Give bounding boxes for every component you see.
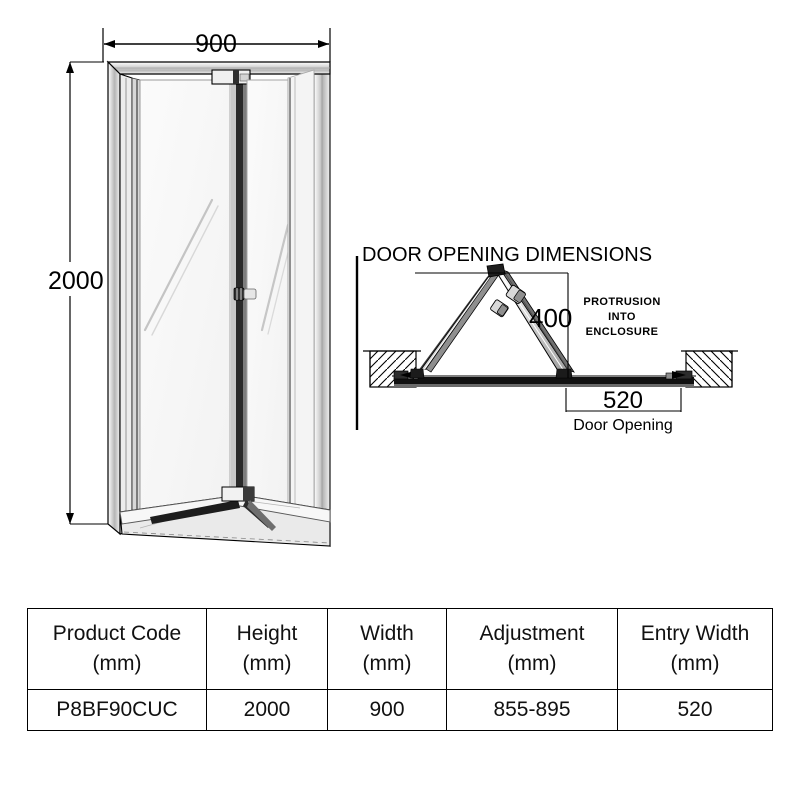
cell-width: 900 — [327, 689, 447, 731]
enclosure-head-rail — [106, 60, 331, 536]
threshold-rail — [392, 375, 696, 387]
right-return-glass — [287, 69, 315, 535]
bifold-leaf-left — [415, 268, 501, 375]
table-row: P8BF90CUC 2000 900 855-895 520 — [27, 689, 773, 731]
header-height: Height (mm) — [206, 608, 328, 690]
header-product-code-line1: Product Code — [52, 621, 182, 645]
header-adjustment-line2: (mm) — [507, 652, 557, 675]
specification-table: Product Code (mm) Height (mm) Width (mm)… — [27, 608, 773, 731]
protrusion-label-line3: ENCLOSURE — [586, 326, 659, 338]
door-opening-diagram: DOOR OPENING DIMENSIONS 400 PROTRUSION I… — [355, 244, 738, 434]
dimension-opening-520 — [565, 388, 682, 412]
dimension-protrusion-400 — [415, 272, 569, 378]
header-adjustment-line1: Adjustment — [479, 621, 585, 645]
fixed-glass-panel — [139, 79, 231, 529]
header-width-line2: (mm) — [362, 652, 412, 675]
enclosure-left-jamb — [119, 73, 141, 535]
header-entry-width-line2: (mm) — [670, 652, 720, 675]
protrusion-dimension-label: 400 — [529, 303, 572, 333]
opening-dimension-label: 520 — [603, 387, 643, 414]
protrusion-label-line1: PROTRUSION — [583, 296, 660, 308]
cell-height: 2000 — [206, 689, 328, 731]
bifold-pivot-feet — [409, 368, 573, 379]
header-height-line1: Height — [236, 621, 298, 645]
header-width-line1: Width — [360, 621, 414, 645]
diagram-title: DOOR OPENING DIMENSIONS — [362, 244, 652, 266]
opening-caption: Door Opening — [573, 417, 673, 434]
cell-entry-width: 520 — [617, 689, 773, 731]
header-entry-width: Entry Width (mm) — [617, 608, 773, 690]
header-product-code: Product Code (mm) — [27, 608, 207, 690]
enclosure-right-post — [313, 61, 331, 548]
header-entry-width-line1: Entry Width — [640, 621, 750, 645]
door-glass-panel — [246, 79, 294, 521]
header-height-line2: (mm) — [242, 652, 292, 675]
enclosure-drawing — [66, 28, 331, 548]
hinge-hardware — [490, 284, 526, 318]
top-guide-block — [211, 69, 251, 85]
cell-adjustment: 855-895 — [446, 689, 618, 731]
header-product-code-line2: (mm) — [92, 652, 142, 675]
protrusion-label-line2: INTO — [608, 311, 636, 323]
dimension-width-900 — [102, 28, 331, 62]
bottom-door-seal — [150, 486, 276, 531]
door-handle — [233, 287, 257, 301]
width-dimension-label: 900 — [195, 30, 237, 58]
cell-product-code: P8BF90CUC — [27, 689, 207, 731]
table-header-row: Product Code (mm) Height (mm) Width (mm)… — [27, 608, 773, 690]
dimension-height-2000 — [66, 61, 112, 525]
header-width: Width (mm) — [327, 608, 447, 690]
header-adjustment: Adjustment (mm) — [446, 608, 618, 690]
height-dimension-label: 2000 — [48, 267, 104, 295]
